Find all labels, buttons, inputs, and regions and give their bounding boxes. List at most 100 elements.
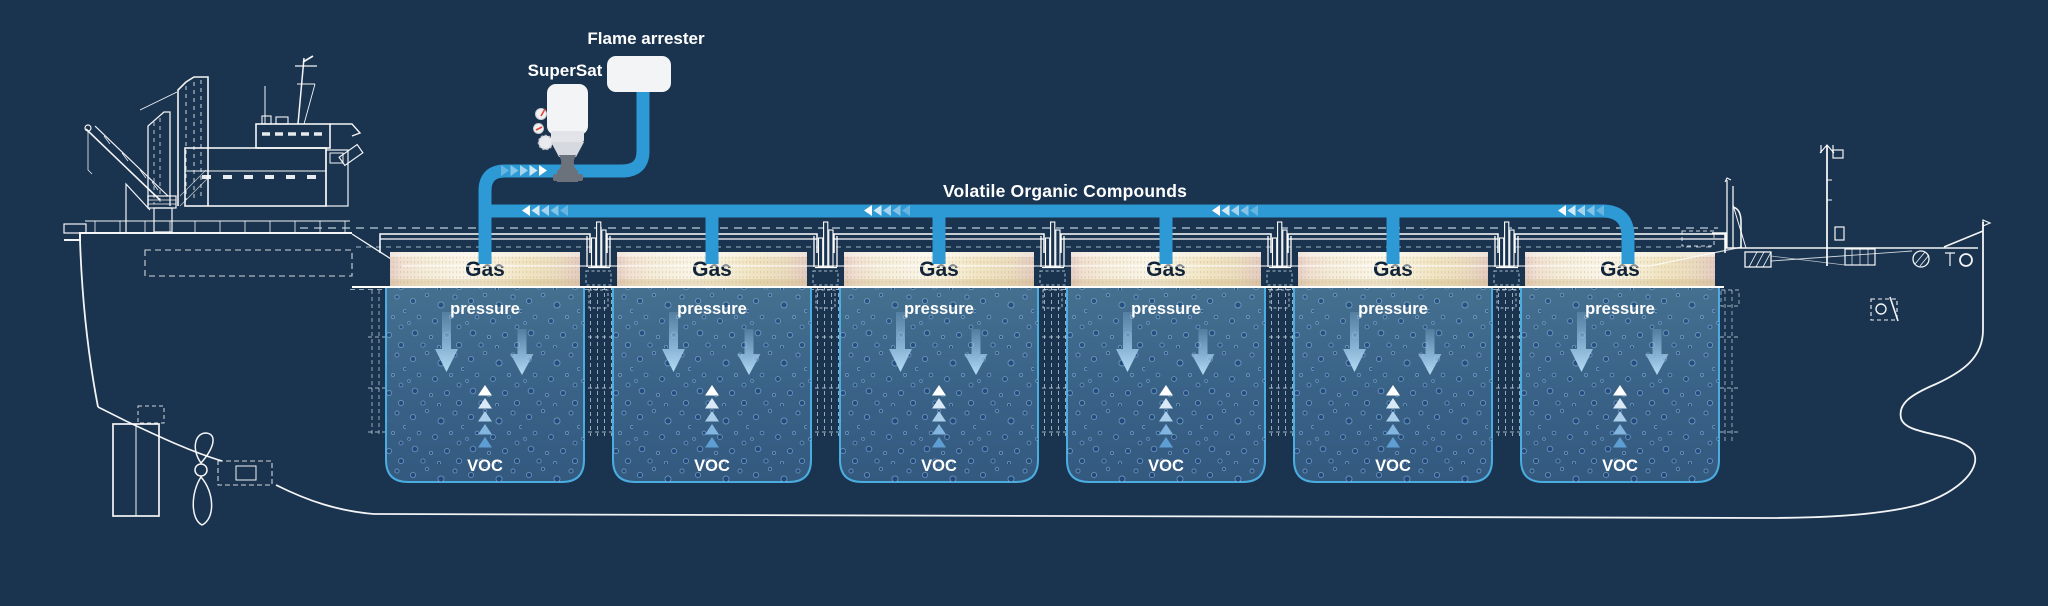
flow-arrow-icon (529, 165, 538, 176)
cargo-tank: Gas pressure VOC (379, 233, 591, 483)
gas-label: Gas (692, 258, 732, 281)
flow-arrow-icon (1596, 205, 1604, 216)
pressure-label: pressure (1358, 300, 1428, 318)
deck-crane (84, 124, 177, 233)
pressure-down-arrow-icon (889, 312, 912, 372)
tank-bubbles (840, 287, 1038, 482)
sheer-line (402, 246, 1743, 267)
pressure-down-arrow-icon (510, 329, 534, 375)
flow-arrow-icon (501, 165, 509, 176)
flow-arrows (501, 165, 1604, 216)
pressure-down-arrow-icon (737, 329, 761, 375)
supersat-label: SuperSat (528, 61, 603, 80)
bow-deck (1681, 144, 1992, 322)
rudder (112, 405, 165, 517)
gas-label: Gas (919, 258, 959, 281)
flow-arrow-icon (864, 205, 872, 216)
cargo-tank: Gas pressure VOC (606, 233, 818, 483)
flame-arrester-label: Flame arrester (587, 29, 705, 48)
voc-rise-arrows-icon (1159, 385, 1173, 448)
cargo-tank: Gas pressure VOC (833, 233, 1045, 483)
tank-bubbles (613, 287, 811, 482)
voc-rise-arrows-icon (1386, 385, 1400, 448)
pressure-down-arrow-icon (964, 329, 988, 375)
flow-arrow-icon (550, 205, 559, 216)
flow-arrow-icon (1231, 205, 1239, 216)
superstructure (63, 55, 364, 277)
flow-arrow-icon (510, 165, 519, 176)
flow-arrow-icon (531, 205, 540, 216)
flow-arrow-icon (522, 205, 530, 216)
supersat-mid (551, 131, 584, 142)
gas-label: Gas (1146, 258, 1186, 281)
gas-label: Gas (465, 258, 505, 281)
diagram-title: Volatile Organic Compounds (943, 181, 1187, 201)
tank-bubbles (1294, 287, 1492, 482)
bulkhead-structure (581, 221, 616, 436)
supersat-unit (533, 84, 588, 182)
pressure-down-arrow-icon (662, 312, 685, 372)
flow-arrow-icon (902, 205, 910, 216)
voc-label: VOC (1148, 457, 1184, 475)
supersat-taper (551, 142, 584, 157)
voc-rise-arrows-icon (478, 385, 492, 448)
flow-arrow-icon (1240, 205, 1249, 216)
flow-arrow-icon (560, 205, 568, 216)
flow-arrow-icon (1558, 205, 1566, 216)
bow-mast (1819, 144, 1845, 266)
pressure-down-arrow-icon (1191, 329, 1215, 375)
bulkhead-structure (1489, 221, 1524, 436)
cargo-tank: Gas pressure VOC (1287, 233, 1499, 483)
lifeboat (338, 143, 364, 167)
voc-label: VOC (921, 457, 957, 475)
cargo-tank: Gas pressure VOC (1060, 233, 1272, 483)
bulkhead-structure (1262, 221, 1297, 436)
flow-arrow-icon (1221, 205, 1230, 216)
flow-arrow-icon (539, 165, 547, 176)
flow-arrow-icon (1577, 205, 1585, 216)
pressure-label: pressure (1131, 300, 1201, 318)
tank-bubbles (1521, 287, 1719, 482)
gas-band (1525, 252, 1715, 287)
pressure-down-arrow-icon (1645, 329, 1669, 375)
voc-rise-arrows-icon (705, 385, 719, 448)
flow-arrow-icon (1567, 205, 1576, 216)
tank-bubbles (386, 287, 584, 482)
ship-outline (63, 55, 1992, 526)
flow-arrow-icon (1250, 205, 1258, 216)
gauge-needle-icon (535, 126, 543, 131)
bow-thruster-icon (1870, 296, 1899, 322)
voc-rise-arrows-icon (932, 385, 946, 448)
voc-label: VOC (694, 457, 730, 475)
gear-icon (537, 134, 554, 151)
pressure-label: pressure (677, 300, 747, 318)
pressure-down-arrow-icon (1418, 329, 1442, 375)
pressure-label: pressure (904, 300, 974, 318)
voc-label: VOC (1375, 457, 1411, 475)
pressure-label: pressure (450, 300, 520, 318)
pressure-down-arrow-icon (1343, 312, 1366, 372)
voc-label: VOC (467, 457, 503, 475)
pressure-down-arrow-icon (1570, 312, 1593, 372)
gauge-needle-icon (540, 108, 546, 117)
flow-arrow-icon (1586, 205, 1595, 216)
vent-mast-icon (590, 221, 607, 268)
tanks-layer: Gas pressure VOC Gas (379, 233, 1726, 483)
gas-label: Gas (1373, 258, 1413, 281)
flow-arrow-icon (1212, 205, 1220, 216)
pressure-label: pressure (1585, 300, 1655, 318)
pressure-down-arrow-icon (435, 312, 458, 372)
cargo-tank: Gas pressure VOC (1514, 233, 1726, 483)
gaps-layer (581, 221, 1524, 436)
flow-arrow-icon (541, 205, 549, 216)
tank-bubbles (1067, 287, 1265, 482)
voc-label: VOC (1602, 457, 1638, 475)
supersat-body (547, 84, 588, 135)
propeller (192, 432, 273, 526)
deck-hatch-frame (1514, 233, 1726, 253)
flow-arrow-icon (520, 165, 528, 176)
voc-rise-arrows-icon (1613, 385, 1627, 448)
tank-branch-pipes (705, 205, 1400, 264)
